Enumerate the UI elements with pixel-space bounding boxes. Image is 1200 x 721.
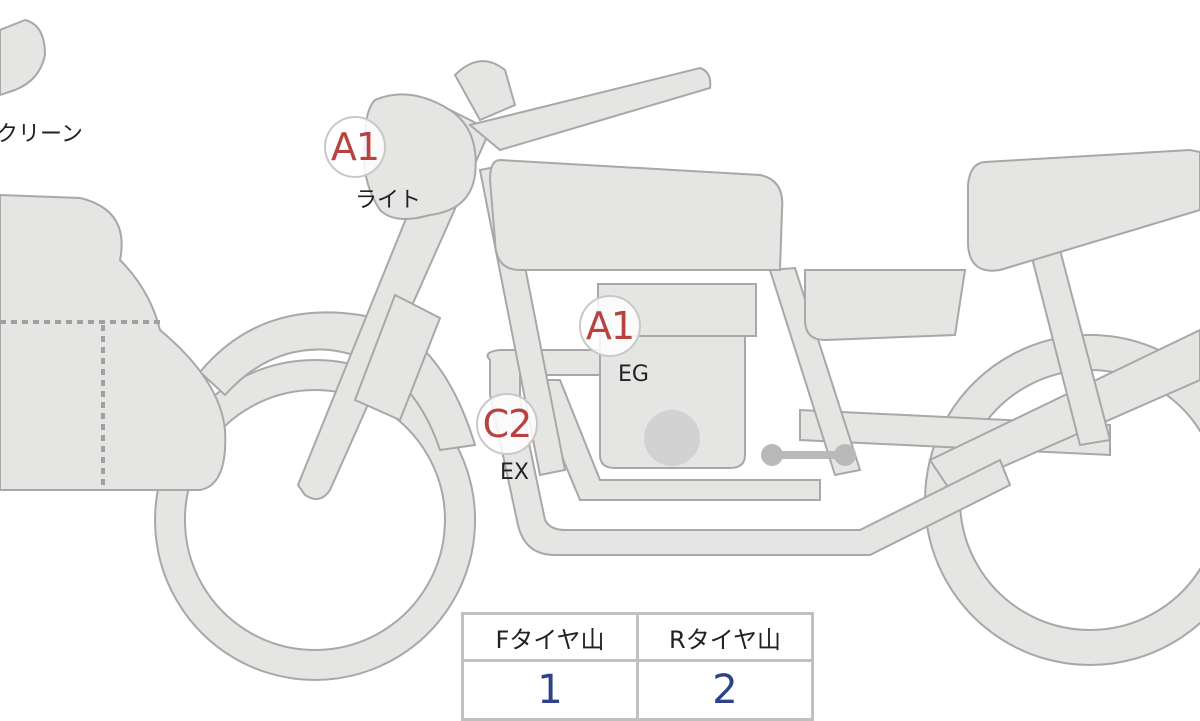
front-tire-value: 1 [461,659,639,721]
engine-label: EG [618,362,649,387]
footpeg [761,444,856,466]
main-frame [768,266,862,477]
front-tire-header: Fタイヤ山 [461,612,639,662]
fairing-dotted-lines [0,320,165,485]
fork-tube [353,293,442,422]
light-label: ライト [355,188,422,213]
mirror-stem [453,60,517,122]
fairing [0,193,227,491]
fuel-tank [488,158,784,271]
tire-tread-table: Fタイヤ山 Rタイヤ山 1 2 [461,612,814,721]
exhaust-badge[interactable]: C2 [476,393,538,455]
engine-cover [644,410,700,466]
seat [967,148,1200,272]
engine-badge[interactable]: A1 [579,295,641,357]
screen-label: クリーン [0,122,83,147]
lower-frame [528,379,821,501]
exhaust-label: EX [500,460,529,485]
windscreen [0,18,47,97]
side-cover [804,269,967,342]
rear-tire-value: 2 [636,659,814,721]
rear-tire-header: Rタイヤ山 [636,612,814,662]
engine-block [599,335,746,469]
light-badge[interactable]: A1 [324,116,386,178]
handlebar [467,66,712,152]
rear-frame [928,328,1200,492]
